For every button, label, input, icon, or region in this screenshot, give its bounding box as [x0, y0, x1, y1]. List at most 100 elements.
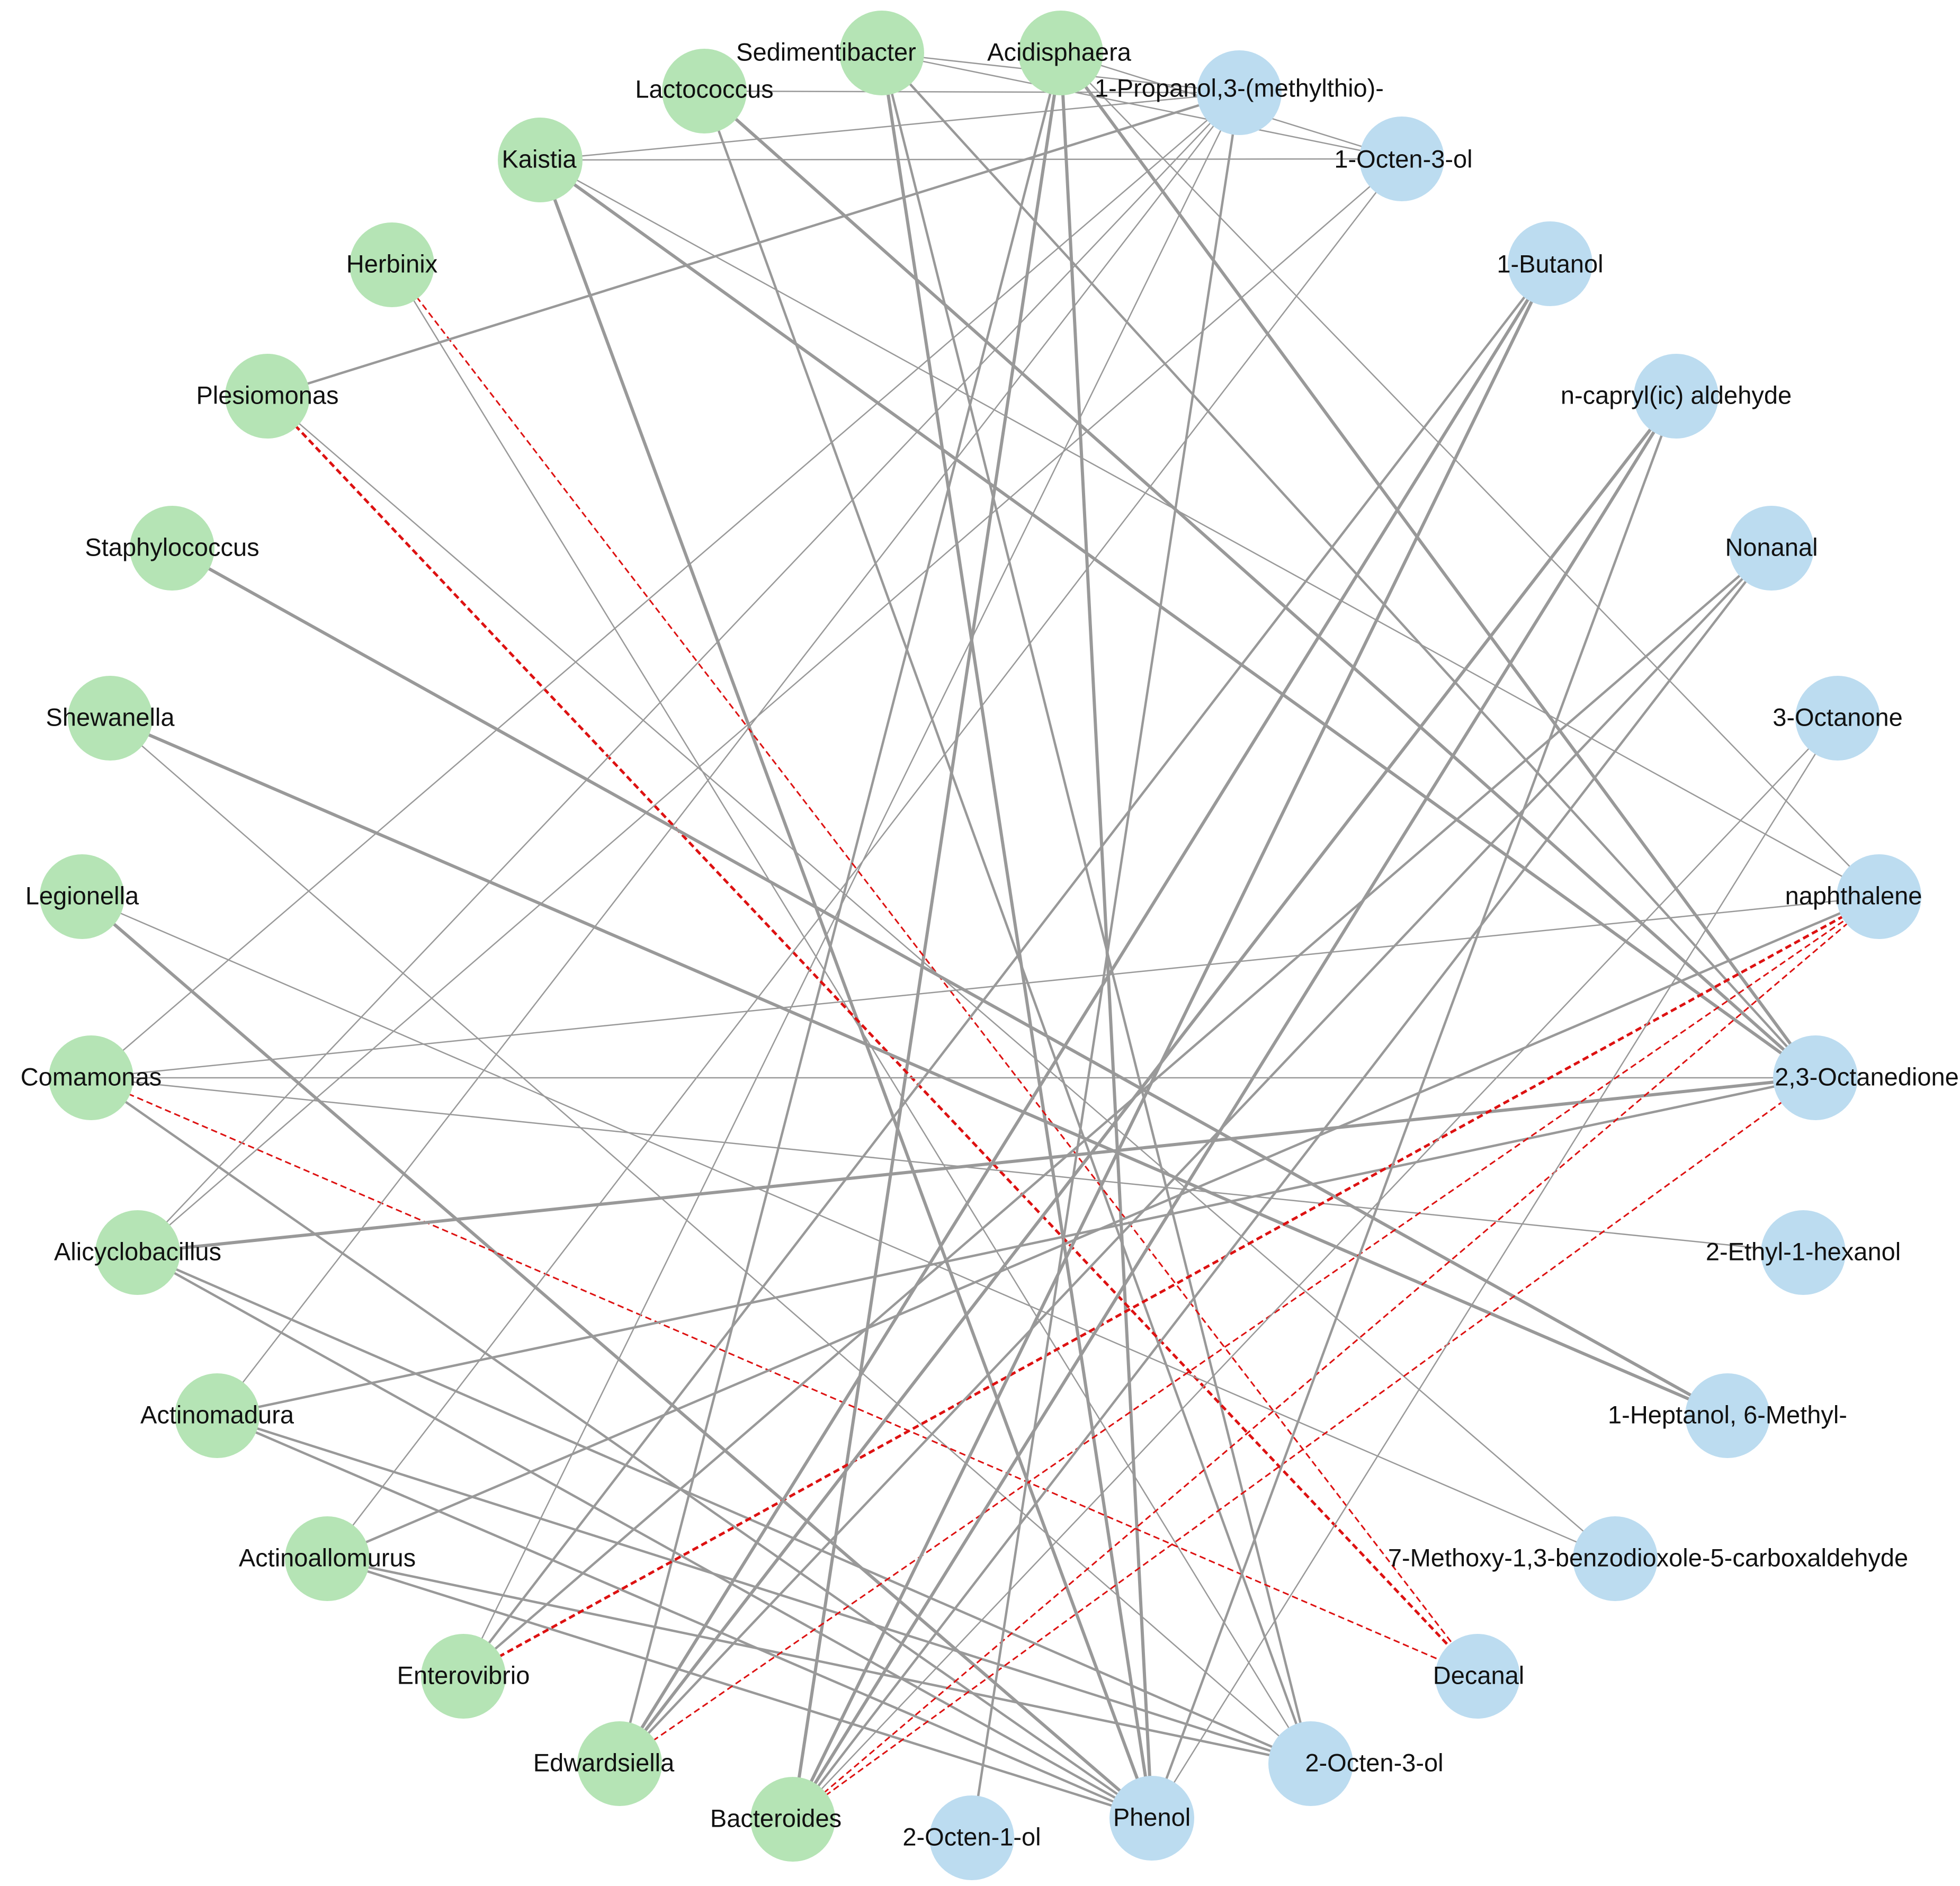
edge-alicyclobacillus-octen3ol_2	[137, 1251, 1311, 1765]
edge-bacteroides-nonanal	[792, 547, 1773, 1820]
node-kaistia: Kaistia	[498, 118, 583, 202]
node-label: 1-Butanol	[1497, 249, 1603, 278]
edge-alicyclobacillus-propanol	[137, 92, 1240, 1253]
node-shewanella: Shewanella	[46, 676, 175, 761]
node-circle	[662, 49, 747, 133]
edge-kaistia-propanol	[540, 92, 1240, 161]
edge-sedimentibacter-phenol	[880, 52, 1153, 1819]
edge-alicyclobacillus-octanedione	[137, 1076, 1816, 1254]
edge-shewanella-heptanol	[109, 717, 1729, 1417]
edge-edwardsiella-naphthalene	[619, 896, 1880, 1765]
edge-actinomadura-octen3ol_2	[217, 1414, 1311, 1765]
node-circle	[1508, 221, 1592, 306]
node-nonanal: Nonanal	[1725, 506, 1818, 591]
edge-comamonas-naphthalene	[91, 896, 1880, 1079]
edge-plesiomonas-decanal	[266, 395, 1479, 1677]
node-circle	[839, 11, 924, 95]
edge-plesiomonas-propanol	[267, 91, 1240, 398]
node-staphylococcus: Staphylococcus	[85, 506, 259, 591]
node-label: Lactococcus	[635, 75, 773, 103]
edge-legionella-methoxy	[82, 896, 1616, 1560]
edge-phenol-octanone	[1151, 718, 1839, 1819]
node-octen3ol_2: 2-Octen-3-ol	[1268, 1721, 1444, 1806]
edge-kaistia-naphthalene	[540, 159, 1880, 898]
node-circle	[750, 1777, 835, 1862]
node-acidisphaera: Acidisphaera	[987, 11, 1132, 95]
edge-acidisphaera-octanedione	[1059, 52, 1817, 1079]
node-circle	[1837, 854, 1921, 939]
node-label: Sedimentibacter	[736, 38, 916, 66]
node-edwardsiella: Edwardsiella	[533, 1721, 675, 1806]
node-label: 1-Propanol,3-(methylthio)-	[1095, 74, 1384, 102]
node-circle	[95, 1210, 180, 1295]
node-propanol: 1-Propanol,3-(methylthio)-	[1095, 50, 1384, 135]
node-label: Actinomadura	[140, 1400, 294, 1428]
edge-acidisphaera-bacteroides	[791, 52, 1062, 1820]
edge-actinomadura-octanedione	[217, 1076, 1816, 1417]
node-octen3ol_1: 1-Octen-3-ol	[1334, 117, 1473, 201]
node-label: Herbinix	[346, 249, 437, 278]
node-bacteroides: Bacteroides	[710, 1777, 842, 1862]
node-label: naphthalene	[1785, 881, 1922, 909]
node-label: 2,3-Octanedione	[1775, 1062, 1959, 1091]
edge-bacteroides-octanone	[792, 718, 1838, 1820]
node-label: Plesiomonas	[196, 381, 338, 409]
edge-legionella-phenol	[81, 895, 1153, 1820]
edges-layer	[81, 52, 1880, 1838]
edge-actinoallomurus-naphthalene	[327, 895, 1880, 1560]
node-octen1ol: 2-Octen-1-ol	[902, 1795, 1041, 1880]
edge-enterovibrio-nonanal	[462, 547, 1773, 1677]
node-ethylhexanol: 2-Ethyl-1-hexanol	[1706, 1210, 1901, 1295]
node-label: Enterovibrio	[397, 1661, 530, 1689]
node-circle	[1359, 117, 1444, 201]
edge-alicyclobacillus-octen3ol_1	[137, 158, 1402, 1253]
node-sedimentibacter: Sedimentibacter	[736, 11, 924, 95]
edge-actinoallomurus-phenol	[327, 1557, 1152, 1820]
node-lactococcus: Lactococcus	[635, 49, 774, 133]
edge-bacteroides-butanol	[791, 263, 1552, 1820]
node-circle	[1685, 1373, 1770, 1458]
node-label: Edwardsiella	[533, 1748, 675, 1776]
node-octanone: 3-Octanone	[1773, 676, 1903, 761]
node-label: 3-Octanone	[1773, 703, 1903, 731]
node-circle	[421, 1634, 506, 1719]
node-ncapryl: n-capryl(ic) aldehyde	[1561, 354, 1792, 439]
node-circle	[1795, 676, 1880, 761]
nodes-layer: Sedimentibacter AcidisphaeraLactococcusKa…	[21, 11, 1959, 1880]
node-octanedione: 2,3-Octanedione	[1773, 1035, 1959, 1120]
node-label: Acidisphaera	[987, 38, 1132, 66]
node-naphthalene: naphthalene	[1785, 854, 1922, 939]
edge-comamonas-propanol	[91, 92, 1240, 1078]
node-circle	[929, 1795, 1014, 1880]
edge-alicyclobacillus-phenol	[137, 1252, 1153, 1819]
node-label: Staphylococcus	[85, 533, 259, 561]
node-circle	[1761, 1210, 1846, 1295]
edge-comamonas-ethylhexanol	[91, 1077, 1804, 1254]
edge-actinomadura-propanol	[217, 92, 1240, 1416]
edge-staphylococcus-heptanol	[171, 547, 1729, 1417]
edge-edwardsiella-ncapryl	[618, 395, 1678, 1765]
node-label: Comamonas	[21, 1062, 162, 1091]
node-circle	[577, 1721, 662, 1806]
node-circle	[1109, 1776, 1194, 1861]
node-methoxy: 7-Methoxy-1,3-benzodioxole-5-carboxaldeh…	[1388, 1516, 1908, 1601]
node-label: 1-Octen-3-ol	[1334, 145, 1472, 173]
node-circle	[1729, 506, 1814, 591]
node-label: Shewanella	[46, 703, 175, 731]
node-circle	[225, 354, 310, 439]
node-actinoallomurus: Actinoallomurus	[239, 1516, 416, 1601]
edge-bacteroides-octanedione	[792, 1077, 1816, 1820]
edge-kaistia-phenol	[539, 159, 1153, 1819]
node-herbinix: Herbinix	[346, 222, 437, 307]
node-plesiomonas: Plesiomonas	[196, 354, 339, 439]
edge-acidisphaera-phenol	[1059, 52, 1153, 1819]
edge-edwardsiella-nonanal	[619, 547, 1773, 1765]
edge-kaistia-octanedione	[539, 158, 1816, 1079]
edge-comamonas-decanal	[91, 1077, 1478, 1677]
node-label: Phenol	[1113, 1803, 1191, 1831]
node-label: 1-Heptanol, 6-Methyl-	[1608, 1400, 1847, 1428]
edge-sedimentibacter-octen3ol_1	[881, 52, 1402, 160]
edge-bacteroides-naphthalene	[792, 896, 1880, 1820]
node-circle	[1634, 354, 1719, 439]
